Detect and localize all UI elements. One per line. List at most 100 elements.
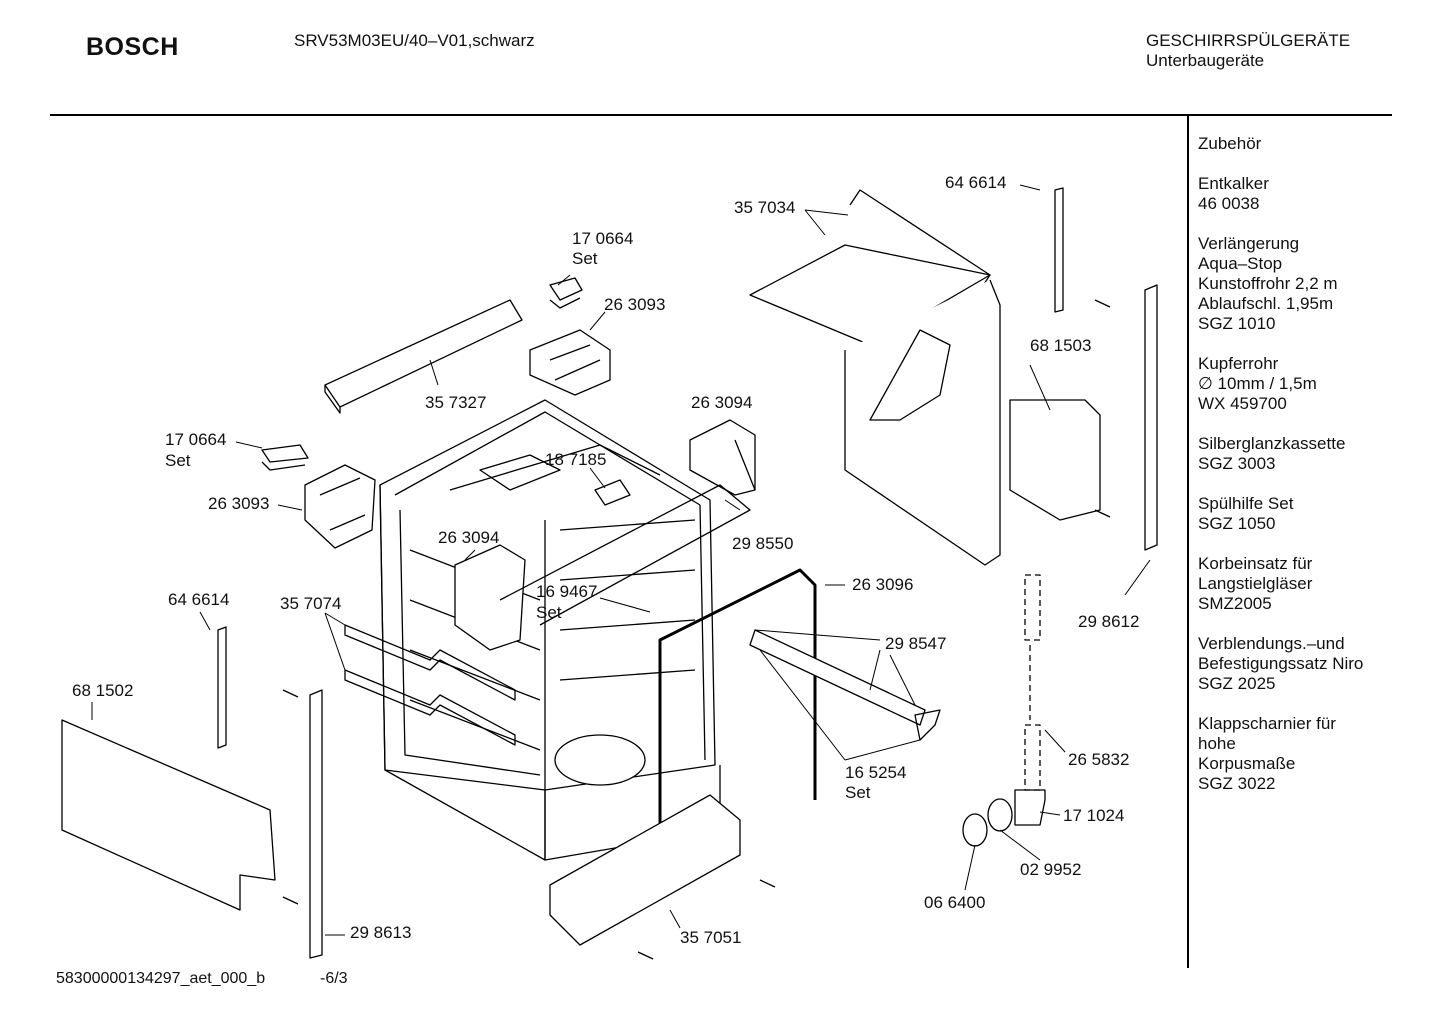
accessory-line: Kupferrohr — [1198, 354, 1279, 373]
accessory-line: SMZ2005 — [1198, 594, 1272, 613]
part-label: 02 9952 — [1020, 860, 1081, 879]
page-number: -6/3 — [320, 970, 348, 987]
part-label: 16 5254 — [845, 763, 906, 782]
header-divider — [50, 114, 1392, 116]
accessory-line: WX 459700 — [1198, 394, 1287, 413]
accessory-line: Korbeinsatz für — [1198, 554, 1313, 573]
trim-strip-top — [1054, 187, 1064, 313]
leader-lines — [91, 184, 1151, 936]
part-label: 68 1503 — [1030, 336, 1091, 355]
kick-plate — [549, 794, 741, 946]
model-number: SRV53M03EU/40–V01,schwarz — [294, 31, 535, 50]
accessory-line: Spülhilfe Set — [1198, 494, 1294, 513]
part-label: 29 8547 — [885, 634, 946, 653]
bar-end-cap-icon — [914, 709, 941, 741]
accessory-line: Aqua–Stop — [1198, 254, 1283, 273]
part-label: 35 7074 — [280, 594, 341, 613]
part-label: Set — [536, 603, 562, 622]
accessory-line: Ablaufschl. 1,95m — [1198, 294, 1334, 313]
accessory-line: Silberglanzkassette — [1198, 434, 1346, 453]
accessory-line: Kunstoffrohr 2,2 m — [1198, 274, 1338, 293]
part-label: 26 3094 — [691, 393, 752, 412]
edge-strip-left — [309, 689, 323, 959]
brand-logo: BOSCH — [86, 33, 179, 61]
bracket-left-icon — [261, 444, 309, 471]
part-label: 26 3093 — [604, 295, 665, 314]
side-rail-upper — [344, 624, 516, 701]
part-label: Set — [572, 249, 598, 268]
part-label: 26 3094 — [438, 528, 499, 547]
part-labels: 64 6614 35 7034 17 0664 Set 26 3093 35 7… — [72, 173, 1139, 947]
accessory-line: SGZ 3003 — [1198, 454, 1276, 473]
part-label: 29 8550 — [732, 534, 793, 553]
door-seal — [499, 484, 751, 626]
drain-hose — [1024, 574, 1041, 791]
part-label: 35 7034 — [734, 198, 795, 217]
hinge-inner-icon — [454, 544, 526, 651]
accessory-item: Zubehör — [1198, 134, 1363, 154]
accessory-line: Zubehör — [1198, 134, 1262, 153]
category-subtitle: Unterbaugeräte — [1146, 51, 1265, 70]
part-label: 64 6614 — [945, 173, 1006, 192]
part-label: 06 6400 — [924, 893, 985, 912]
accessory-line: hohe — [1198, 734, 1236, 753]
accessory-line: SGZ 3022 — [1198, 774, 1276, 793]
door-lock-icon — [594, 479, 631, 506]
dishwasher-tub — [379, 399, 721, 861]
accessory-line: Befestigungssatz Niro — [1198, 654, 1364, 673]
hose-fitting — [1014, 789, 1046, 826]
screw-icon — [282, 299, 1111, 960]
part-label: Set — [845, 783, 871, 802]
accessory-line: SGZ 1010 — [1198, 314, 1276, 333]
accessory-line: Entkalker — [1198, 174, 1269, 193]
accessory-line: SGZ 1050 — [1198, 514, 1276, 533]
part-label: 16 9467 — [536, 582, 597, 601]
part-label: Set — [165, 451, 191, 470]
part-label: 29 8612 — [1078, 612, 1139, 631]
nut-ring-icon — [962, 813, 988, 847]
trim-strip-left — [217, 626, 227, 749]
bracket-top-icon — [549, 277, 583, 309]
cover-plate-right — [1009, 399, 1101, 521]
part-label: 26 5832 — [1068, 750, 1129, 769]
cover-plate-left — [61, 719, 276, 911]
sealing-ring-icon — [987, 798, 1013, 832]
accessory-line: SGZ 2025 — [1198, 674, 1276, 693]
part-label: 17 0664 — [165, 430, 226, 449]
top-cover-plate — [324, 299, 523, 414]
accessory-line: ∅ 10mm / 1,5m — [1198, 374, 1317, 393]
category-title: GESCHIRRSPÜLGERÄTE — [1146, 31, 1351, 50]
accessory-line: Verblendungs.–und — [1198, 634, 1345, 653]
part-label: 29 8613 — [350, 923, 411, 942]
side-panel-large — [749, 189, 1001, 566]
part-label: 17 0664 — [572, 229, 633, 248]
accessory-line: 46 0038 — [1198, 194, 1260, 213]
part-label: 17 1024 — [1063, 806, 1124, 825]
part-label: 35 7327 — [425, 393, 486, 412]
sidebar-divider — [1187, 116, 1189, 968]
hinge-right-icon — [689, 419, 756, 496]
part-label: 18 7185 — [545, 450, 606, 469]
part-label: 64 6614 — [168, 590, 229, 609]
accessory-line: Korpusmaße — [1198, 754, 1296, 773]
accessory-line: Verlängerung — [1198, 234, 1300, 253]
accessory-line: Langstielgläser — [1198, 574, 1313, 593]
hinge-top-icon — [529, 329, 611, 396]
gasket-frame — [658, 568, 817, 885]
part-label: 35 7051 — [680, 928, 741, 947]
hinge-left-icon — [304, 464, 376, 549]
part-label: 68 1502 — [72, 681, 133, 700]
edge-strip-right — [1144, 284, 1158, 551]
part-label: 26 3096 — [852, 575, 913, 594]
accessory-line: Klappscharnier für — [1198, 714, 1336, 733]
